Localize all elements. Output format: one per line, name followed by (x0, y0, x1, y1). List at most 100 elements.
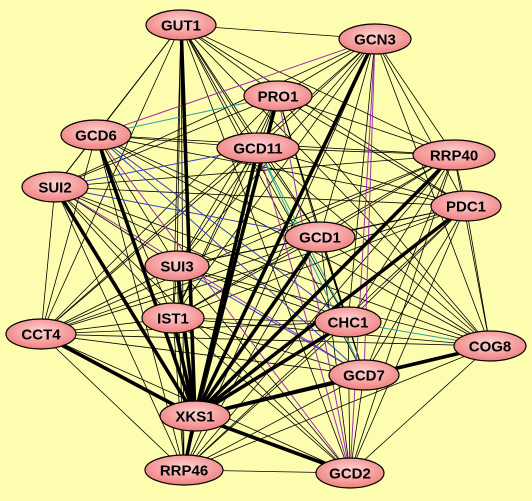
node-label: COG8 (469, 339, 512, 356)
node-ellipse (145, 9, 217, 41)
edge-thick-xks1-cct4 (39, 332, 197, 418)
node-ist1[interactable]: IST1 (141, 302, 205, 334)
edge-gcd11-cog8 (257, 147, 491, 347)
edge-gcd11-pdc1 (257, 147, 467, 207)
node-sui2[interactable]: SUI2 (21, 171, 89, 203)
edge-rrp40-sui2 (54, 154, 455, 188)
node-label: GUT1 (161, 18, 201, 35)
edge-blue-sui3-gcd7 (176, 265, 365, 376)
node-gcn3[interactable]: GCN3 (338, 23, 412, 55)
node-pro1[interactable]: PRO1 (243, 80, 313, 112)
node-gcd2[interactable]: GCD2 (315, 457, 385, 489)
node-cog8[interactable]: COG8 (453, 330, 527, 362)
node-cct4[interactable]: CCT4 (5, 318, 77, 350)
node-ellipse (314, 306, 382, 338)
edge-gut1-sui3 (176, 24, 182, 267)
edge-pdc1-chc1 (347, 205, 467, 323)
edge-gcd7-gcd2 (349, 374, 365, 474)
edge-sui2-sui3 (54, 186, 178, 267)
node-ellipse (144, 250, 210, 282)
node-ellipse (243, 80, 313, 112)
node-ellipse (60, 119, 132, 151)
edge-gcn3-gcd11 (257, 38, 376, 149)
edge-cct4-cog8 (40, 333, 491, 347)
node-gcd7[interactable]: GCD7 (328, 359, 400, 391)
edge-thick-xks1-rrp40 (193, 153, 456, 418)
edge-gcd6-ist1 (95, 134, 174, 319)
edge-thick-xks1-chc1 (193, 320, 350, 418)
edge-purple-pro1-gcd2 (277, 95, 351, 474)
node-ellipse (412, 139, 496, 171)
edge-thick-xks1-gut1 (179, 23, 197, 418)
edge-cct4-rrp46 (40, 333, 185, 471)
edge-rrp40-sui3 (176, 154, 455, 267)
edge-purple-gcn3-gcd2 (349, 38, 376, 474)
edge-cog8-gcd2 (349, 345, 491, 474)
edge-thick-xks1-sui3 (175, 264, 197, 418)
edge-chc1-gcd2 (347, 321, 351, 474)
edge-pro1-pdc1 (277, 95, 467, 207)
node-ellipse (453, 330, 527, 362)
edge-gut1-gcd2 (180, 24, 351, 474)
edge-cct4-gcd7 (40, 333, 365, 376)
edge-blue-gcd6-gcd7 (95, 134, 365, 376)
edge-sui2-chc1 (54, 186, 349, 323)
node-pdc1[interactable]: PDC1 (430, 190, 502, 222)
node-sui3[interactable]: SUI3 (144, 250, 210, 282)
node-gcd1[interactable]: GCD1 (284, 221, 356, 253)
node-label: CCT4 (21, 327, 61, 344)
node-gut1[interactable]: GUT1 (145, 9, 217, 41)
node-label: GCD1 (299, 230, 341, 247)
node-label: GCD2 (329, 466, 371, 483)
edge-gcn3-gcd1 (319, 38, 376, 238)
node-label: PDC1 (446, 199, 486, 216)
edge-pdc1-cog8 (465, 205, 491, 347)
edge-ist1-rrp46 (172, 317, 185, 471)
edge-blue-gcd6-chc1 (95, 134, 349, 323)
edge-sui2-rrp46 (54, 186, 185, 471)
edge-gcn3-pdc1 (374, 38, 467, 207)
edge-sui3-rrp46 (176, 265, 185, 471)
edge-gcd11-cct4 (40, 147, 259, 335)
node-rrp40[interactable]: RRP40 (412, 139, 496, 171)
node-label: GCN3 (354, 32, 396, 49)
edge-gut1-chc1 (180, 24, 349, 323)
edge-thick-xks1-gcd1 (193, 235, 322, 418)
edge-gcd6-pdc1 (95, 134, 467, 207)
edge-cog8-rrp46 (183, 345, 491, 471)
edge-pdc1-gcd2 (349, 205, 467, 474)
edge-gcd1-gcd2 (319, 236, 351, 474)
node-xks1[interactable]: XKS1 (159, 400, 231, 432)
node-ellipse (328, 359, 400, 391)
edge-ist1-gcd2 (172, 317, 351, 474)
node-rrp46[interactable]: RRP46 (144, 454, 224, 486)
node-chc1[interactable]: CHC1 (314, 306, 382, 338)
node-label: SUI2 (38, 180, 71, 197)
edge-sui2-pdc1 (54, 186, 467, 207)
node-ellipse (430, 190, 502, 222)
edge-sui2-gcd2 (54, 186, 351, 474)
node-label: RRP40 (430, 148, 478, 165)
node-ellipse (284, 221, 356, 253)
edge-gcn3-rrp40 (374, 38, 455, 156)
edge-gcd6-cct4 (40, 134, 97, 335)
edge-gcd1-ist1 (172, 236, 321, 319)
node-label: GCD11 (233, 141, 282, 158)
edge-rrp40-cog8 (453, 154, 491, 347)
edge-pdc1-gcd7 (363, 205, 467, 376)
node-ellipse (144, 454, 224, 486)
node-gcd11[interactable]: GCD11 (216, 132, 300, 164)
node-label: PRO1 (258, 89, 299, 106)
edge-gcn3-cog8 (374, 38, 491, 347)
edge-gut1-cog8 (180, 24, 491, 347)
node-ellipse (315, 457, 385, 489)
edge-pdc1-cct4 (40, 205, 467, 335)
edge-gcn3-sui2 (54, 38, 376, 188)
node-gcd6[interactable]: GCD6 (60, 119, 132, 151)
edge-purple-gcd6-gcn3 (95, 38, 376, 136)
node-ellipse (159, 400, 231, 432)
node-label: CHC1 (328, 315, 369, 332)
edge-thick-xks1-gcd6 (94, 133, 197, 418)
